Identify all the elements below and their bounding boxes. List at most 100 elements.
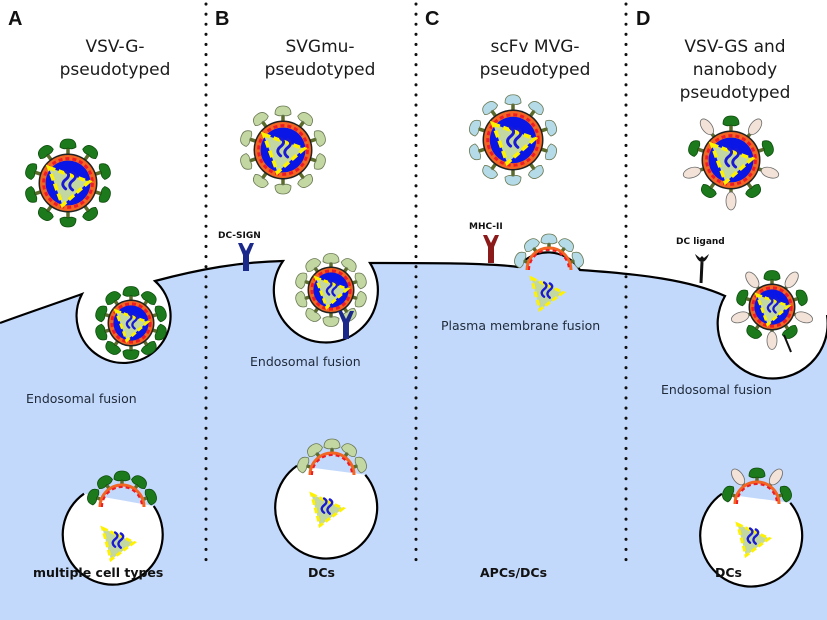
- glycoprotein-spike-head: [722, 115, 740, 127]
- glycoprotein-spike-head: [122, 349, 140, 360]
- glycoprotein-spike-head: [545, 119, 558, 137]
- nanobody-spike-head: [731, 468, 746, 486]
- envelope-protein-layer: [42, 157, 94, 209]
- receptor-stalk: [343, 323, 349, 339]
- panel-title-a: VSV-G- pseudotyped: [40, 36, 190, 82]
- panel-title-c: scFv MVG- pseudotyped: [455, 36, 615, 82]
- glycoprotein-spike-head: [154, 305, 167, 323]
- glycoprotein-spike-head: [701, 184, 717, 198]
- rna-genome: [540, 281, 554, 299]
- glycoprotein-spike-head: [354, 272, 367, 290]
- receptor-label-mhcii: MHC-II: [469, 222, 503, 232]
- glycoprotein-spike-head: [274, 105, 292, 117]
- endosome-membrane: [61, 492, 164, 586]
- glycoprotein-spike-head: [305, 258, 322, 273]
- glycoprotein-spike-head: [297, 456, 310, 474]
- receptor-stalk: [243, 255, 249, 271]
- glycoprotein-spike-head: [736, 289, 749, 307]
- glycoprotein-spike-head: [305, 307, 322, 322]
- envelope-protein-layer: [310, 269, 352, 311]
- rna-genome: [325, 279, 339, 297]
- glycoprotein-spike-head: [340, 258, 357, 273]
- glycoprotein-spike-head: [323, 438, 341, 450]
- rna-genome: [320, 497, 334, 515]
- glycoprotein-spike-head: [122, 286, 140, 297]
- glycoprotein-spike-head: [745, 184, 761, 198]
- rna-genome: [746, 527, 760, 545]
- panel-letter-c: C: [425, 8, 440, 30]
- glycoprotein-spike-head: [468, 143, 481, 161]
- fused-envelope: [308, 451, 356, 476]
- released-capsid-d: [735, 521, 772, 559]
- plasma-membrane: [0, 251, 827, 380]
- nanobody-spike-head: [731, 311, 750, 324]
- glycoprotein-spike-head: [313, 153, 326, 170]
- glycoprotein-spike-head: [140, 291, 157, 306]
- rna-genome: [276, 136, 293, 159]
- nanobody-spike-head: [725, 191, 737, 211]
- glycoprotein-spike-head: [482, 165, 499, 179]
- glycoprotein-spike-head: [98, 186, 111, 203]
- glycoprotein-spike-head: [514, 251, 527, 269]
- glycoprotein-spike-head: [571, 251, 584, 269]
- title-line: pseudotyped: [679, 83, 791, 103]
- nanobody-spike-head: [682, 166, 702, 179]
- vsvgs-nanobody-virion-endocytosed-d: [731, 270, 813, 350]
- glycoprotein-spike-head: [295, 290, 308, 308]
- fused-envelope-proteins: [311, 454, 353, 476]
- dc-ligand-receptor: [695, 254, 792, 353]
- title-line: pseudotyped: [479, 60, 591, 80]
- glycoprotein-spike-head: [781, 324, 798, 339]
- fused-envelope-b: [297, 438, 367, 476]
- envelope-protein-layer: [257, 124, 309, 176]
- target-label-b: DCs: [308, 565, 335, 580]
- receptor-arms: [483, 235, 499, 247]
- glycoprotein-spike-head: [540, 233, 558, 245]
- title-line: VSV-GS and: [684, 37, 786, 57]
- glycoprotein-spike-head: [25, 186, 38, 203]
- target-label-d: DCs: [715, 565, 742, 580]
- fused-envelope-c: [514, 233, 584, 271]
- glycoprotein-spike-head: [297, 174, 313, 188]
- mechanism-label-b: Endosomal fusion: [250, 354, 361, 369]
- glycoprotein-spike-head: [240, 130, 253, 147]
- released-capsid-a: [100, 525, 137, 563]
- glycoprotein-spike-head: [524, 238, 540, 253]
- svgmu-virion-endocytosed-b: [295, 253, 367, 327]
- glycoprotein-spike-head: [95, 305, 108, 323]
- fused-envelope: [733, 480, 781, 505]
- nanobody-spike-head: [699, 118, 714, 136]
- glycoprotein-spike-head: [763, 270, 781, 281]
- glycoprotein-spike-head: [154, 323, 167, 341]
- glycoprotein-spike-head: [354, 290, 367, 308]
- endosome-membrane: [699, 492, 804, 588]
- title-line: pseudotyped: [59, 60, 171, 80]
- glycoprotein-spike-head: [59, 216, 77, 228]
- glycoprotein-spike-head: [240, 153, 253, 170]
- title-line: pseudotyped: [264, 60, 376, 80]
- rna-genome: [111, 531, 125, 549]
- glycoprotein-spike-head: [468, 119, 481, 137]
- glycoprotein-spike-head: [95, 323, 108, 341]
- rna-genome: [125, 312, 139, 330]
- nanobody-spike-head: [748, 118, 763, 136]
- svgmu-virion-b: [240, 105, 326, 195]
- fused-envelope-d: [722, 467, 792, 505]
- receptor-stalk: [699, 261, 704, 284]
- glycoprotein-spike-head: [779, 485, 792, 503]
- panel-letter-d: D: [636, 8, 651, 30]
- glycoprotein-spike-head: [307, 443, 323, 458]
- panel-title-b: SVGmu- pseudotyped: [245, 36, 395, 82]
- nanobody-spike-head: [768, 468, 783, 486]
- fused-envelope: [98, 483, 146, 508]
- receptor-arms: [238, 243, 254, 255]
- rna-genome: [61, 169, 78, 192]
- envelope-protein-layer: [705, 134, 757, 186]
- nanobody-spike-head: [745, 271, 760, 289]
- glycoprotein-spike-head: [82, 145, 98, 159]
- glycoprotein-spike-head: [295, 272, 308, 290]
- glycoprotein-spike-head: [25, 163, 38, 180]
- receptor-label-dc-ligand: DC ligand: [676, 237, 725, 247]
- glycoprotein-spike-head: [545, 143, 558, 161]
- glycoprotein-spike-head: [504, 94, 522, 105]
